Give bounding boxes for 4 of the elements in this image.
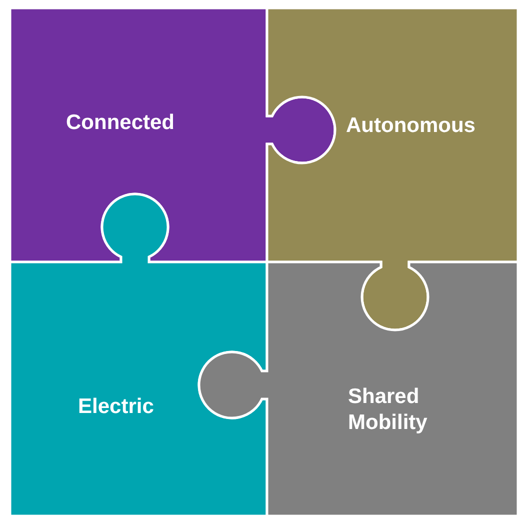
piece-label: Autonomous bbox=[346, 113, 476, 139]
piece-label: Electric bbox=[78, 394, 154, 420]
piece-label: Shared Mobility bbox=[348, 384, 428, 436]
piece-label: Connected bbox=[66, 110, 175, 136]
